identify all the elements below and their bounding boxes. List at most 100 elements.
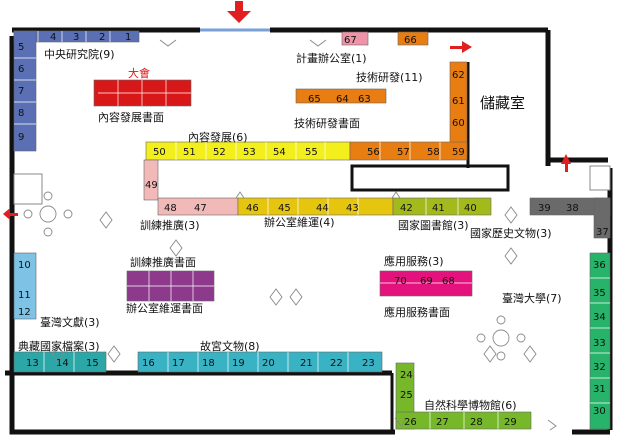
booth-11: 11	[18, 290, 31, 301]
booth-22: 22	[330, 358, 343, 369]
booth-46: 46	[246, 203, 259, 214]
booth-53: 53	[243, 147, 256, 158]
label-jishu: 技術研發(11)	[356, 70, 423, 84]
label-jishu-desk: 技術研發書面	[294, 116, 360, 130]
booth-2: 2	[99, 32, 105, 43]
booth-41: 41	[432, 203, 445, 214]
booth-68: 68	[442, 276, 455, 287]
booth-25: 25	[400, 390, 413, 401]
booth-dividers	[14, 31, 610, 429]
label-gugong: 故宮文物(8)	[200, 339, 260, 353]
label-yingyong-desk: 應用服務書面	[384, 305, 450, 319]
booth-52: 52	[213, 147, 226, 158]
label-neirong: 內容發展(6)	[188, 130, 248, 144]
label-taida: 臺灣大學(7)	[502, 291, 562, 305]
label-bangong: 辦公室維運(4)	[264, 215, 335, 229]
label-jihua: 計畫辦公室(1)	[296, 51, 367, 65]
booth-56: 56	[367, 147, 380, 158]
booth-54: 54	[273, 147, 286, 158]
booth-55: 55	[305, 147, 318, 158]
label-xunlian: 訓練推廣(3)	[140, 218, 200, 232]
label-lishi: 國家歷史文物(3)	[470, 226, 552, 240]
booth-39: 39	[538, 203, 551, 214]
booth-51: 51	[183, 147, 196, 158]
booth-9: 9	[18, 132, 24, 143]
booth-40: 40	[464, 203, 477, 214]
booth-57: 57	[397, 147, 410, 158]
entrance-arrow-icon	[227, 1, 251, 23]
booth-49: 49	[145, 180, 158, 191]
booth-7: 7	[18, 86, 24, 97]
booth-50: 50	[153, 147, 166, 158]
arrow-right-icon	[450, 41, 472, 53]
arrow-left-icon	[3, 208, 18, 220]
booth-60: 60	[452, 118, 465, 129]
booth-19: 19	[232, 358, 245, 369]
booth-43: 43	[346, 203, 359, 214]
booth-30: 30	[593, 406, 606, 417]
booth-23: 23	[362, 358, 375, 369]
booth-27: 27	[436, 417, 449, 428]
booth-37: 37	[596, 227, 609, 238]
inner-walls	[350, 62, 510, 430]
booth-36: 36	[593, 260, 606, 271]
label-zhongyang: 中央研究院(9)	[44, 47, 115, 61]
booth-65: 65	[308, 94, 321, 105]
booth-6: 6	[18, 64, 24, 75]
corner-square	[13, 173, 43, 205]
booth-12: 12	[18, 307, 31, 318]
label-bangong-desk: 辦公室維運書面	[126, 301, 203, 315]
booth-59: 59	[452, 147, 465, 158]
booth-32: 32	[593, 362, 606, 373]
label-ziran: 自然科學博物館(6)	[424, 398, 517, 412]
booth-15: 15	[86, 358, 99, 369]
booth-8: 8	[18, 108, 24, 119]
booth-24: 24	[400, 370, 413, 381]
booth-35: 35	[593, 288, 606, 299]
booth-62: 62	[452, 70, 465, 81]
booth-31: 31	[593, 384, 606, 395]
label-xunlian-desk: 訓練推廣書面	[130, 255, 196, 269]
booth-64: 64	[336, 94, 349, 105]
arrow-up-icon	[561, 154, 571, 172]
booth-38: 38	[566, 203, 579, 214]
booth-20: 20	[262, 358, 275, 369]
booth-67: 67	[344, 35, 357, 46]
booth-16: 16	[142, 358, 155, 369]
booth-numbers: 1 2 3 4 5 6 7 8 9 13 14 15 16 17 18 19 2…	[18, 32, 609, 428]
booth-47: 47	[194, 203, 207, 214]
booth-29: 29	[504, 417, 517, 428]
booth-70: 70	[394, 276, 407, 287]
label-neirong-desk: 內容發展書面	[98, 110, 164, 124]
booth-21: 21	[300, 358, 313, 369]
booth-1: 1	[125, 32, 131, 43]
booth-3: 3	[73, 32, 79, 43]
booth-18: 18	[202, 358, 215, 369]
booth-28: 28	[470, 417, 483, 428]
booth-48: 48	[164, 203, 177, 214]
label-guotu: 國家圖書館(3)	[398, 218, 469, 232]
booth-66: 66	[404, 35, 417, 46]
label-yingyong: 應用服務(3)	[384, 254, 444, 268]
area-labels: 中央研究院(9) 計畫辦公室(1) 技術研發(11) 儲藏室 大會 內容發展書面…	[18, 47, 562, 412]
label-dahui: 大會	[128, 66, 150, 80]
booth-10: 10	[18, 260, 31, 271]
furniture	[23, 39, 557, 431]
booth-34: 34	[593, 312, 606, 323]
booth-44: 44	[316, 203, 329, 214]
corner-square	[589, 165, 611, 191]
booth-61: 61	[452, 96, 465, 107]
label-storage: 儲藏室	[480, 94, 525, 112]
label-dangan: 典藏國家檔案(3)	[18, 339, 100, 353]
booth-14: 14	[56, 358, 69, 369]
booth-69: 69	[420, 276, 433, 287]
booth-17: 17	[172, 358, 185, 369]
booth-45: 45	[278, 203, 291, 214]
label-wenxian: 臺灣文獻(3)	[40, 315, 100, 329]
booth-26: 26	[404, 417, 417, 428]
booth-33: 33	[593, 338, 606, 349]
booth-42: 42	[400, 203, 413, 214]
booth-13: 13	[26, 358, 39, 369]
booth-blocks	[13, 30, 611, 430]
